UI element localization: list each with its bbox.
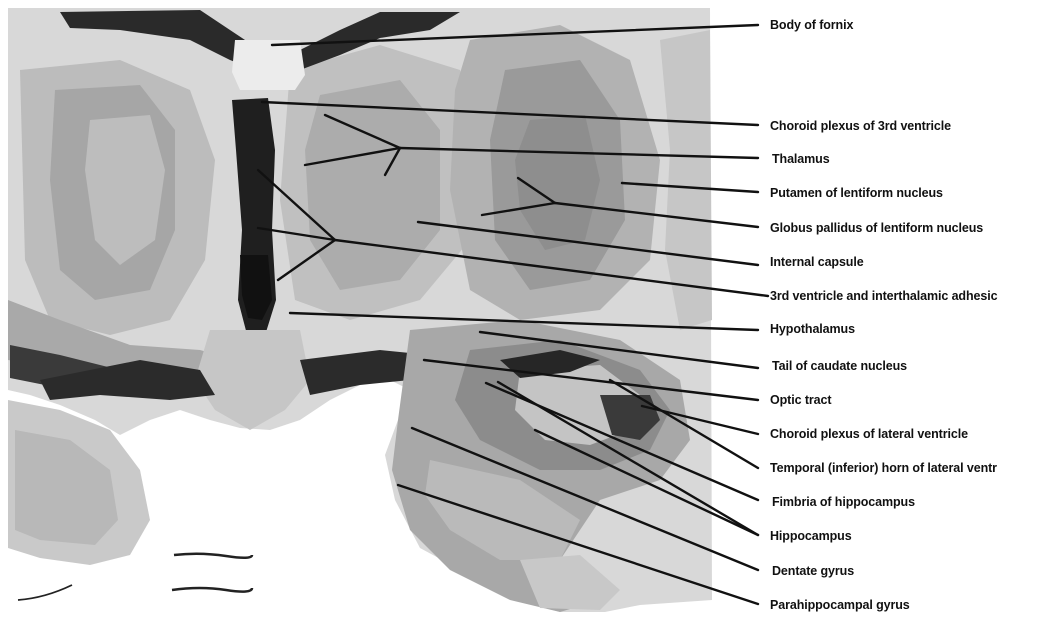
- brain-section-image: [8, 8, 712, 612]
- label-3rd-ventricle-interthalamic: 3rd ventricle and interthalamic adhesic: [770, 289, 998, 303]
- label-temporal-horn: Temporal (inferior) horn of lateral vent…: [770, 461, 997, 475]
- label-tail-caudate: Tail of caudate nucleus: [772, 359, 907, 373]
- label-globus-pallidus: Globus pallidus of lentiform nucleus: [770, 221, 983, 235]
- label-choroid-plexus-3rd-ventricle: Choroid plexus of 3rd ventricle: [770, 119, 951, 133]
- label-putamen: Putamen of lentiform nucleus: [770, 186, 943, 200]
- label-internal-capsule: Internal capsule: [770, 255, 864, 269]
- label-dentate-gyrus: Dentate gyrus: [772, 564, 854, 578]
- label-optic-tract: Optic tract: [770, 393, 832, 407]
- label-choroid-plexus-lateral: Choroid plexus of lateral ventricle: [770, 427, 968, 441]
- label-hippocampus: Hippocampus: [770, 529, 852, 543]
- labels: Body of fornix Choroid plexus of 3rd ven…: [770, 18, 998, 612]
- label-body-of-fornix: Body of fornix: [770, 18, 853, 32]
- label-hypothalamus: Hypothalamus: [770, 322, 855, 336]
- label-fimbria: Fimbria of hippocampus: [772, 495, 915, 509]
- label-parahippocampal-gyrus: Parahippocampal gyrus: [770, 598, 910, 612]
- label-thalamus: Thalamus: [772, 152, 830, 166]
